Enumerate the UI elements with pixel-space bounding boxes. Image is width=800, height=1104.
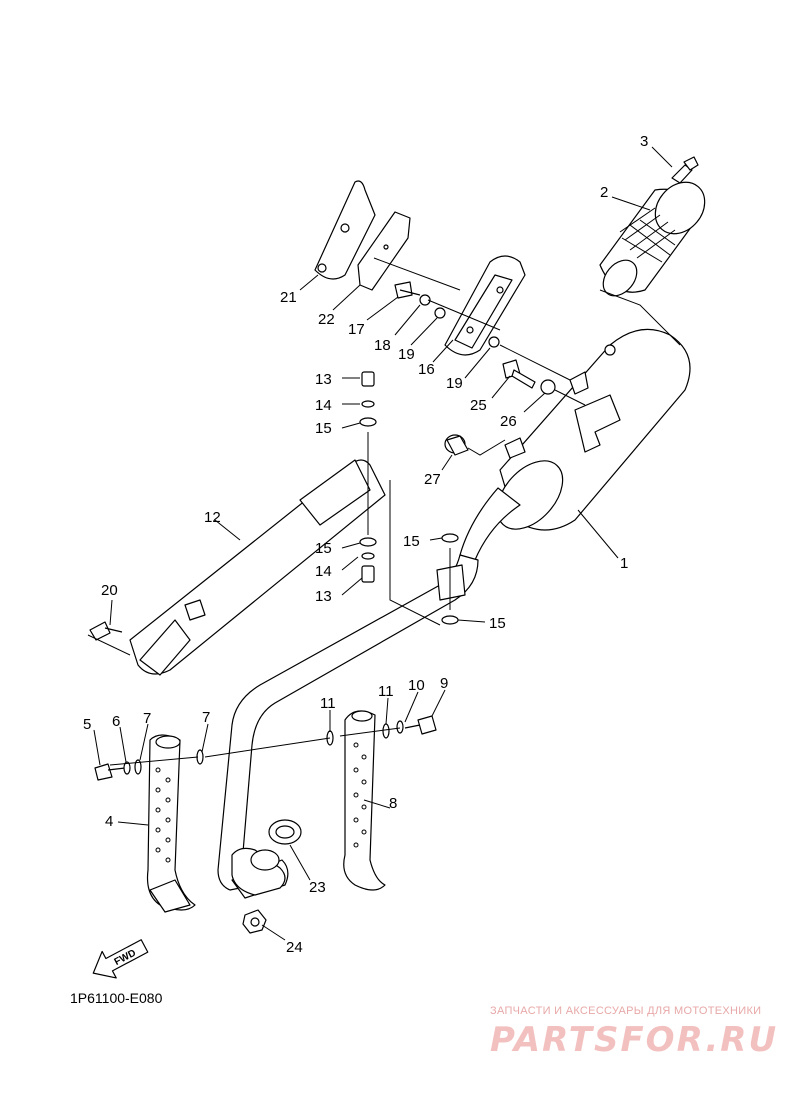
callout-12: 12 — [204, 509, 221, 526]
bolt-13-lower — [361, 565, 375, 583]
spark-arrester — [599, 181, 706, 297]
callout-5: 5 — [83, 716, 91, 733]
muffler-stay — [129, 459, 386, 676]
collar-11b — [382, 723, 390, 739]
leader-lines — [93, 146, 673, 941]
callout-17: 17 — [348, 321, 365, 338]
washer-26 — [540, 379, 556, 395]
callout-14a: 14 — [315, 397, 332, 414]
callout-21: 21 — [280, 289, 297, 306]
callout-19b: 19 — [446, 375, 463, 392]
callout-labels: 3 2 1 21 22 17 18 19 16 19 25 26 27 13 1… — [83, 133, 648, 956]
damper-15-b — [359, 537, 377, 547]
damper-15-a — [359, 417, 377, 427]
bolt-20 — [89, 621, 123, 641]
callout-7b: 7 — [202, 709, 210, 726]
damper-15-c — [441, 533, 459, 543]
callout-15b: 15 — [315, 540, 332, 557]
bolt-13-upper — [361, 371, 375, 387]
screw-3 — [671, 156, 699, 184]
callout-26: 26 — [500, 413, 517, 430]
gasket-23 — [268, 819, 302, 845]
alignment-lines — [87, 257, 681, 766]
washer-14-lower — [361, 552, 375, 560]
bolt-9 — [404, 715, 437, 735]
callout-25: 25 — [470, 397, 487, 414]
callout-13a: 13 — [315, 371, 332, 388]
protector-4 — [146, 734, 196, 913]
washer-18 — [419, 294, 431, 306]
collar-19a — [434, 307, 446, 319]
callout-24: 24 — [286, 939, 303, 956]
callout-4: 4 — [105, 813, 113, 830]
callout-15c: 15 — [403, 533, 420, 550]
callout-27: 27 — [424, 471, 441, 488]
protector-21 — [314, 180, 376, 280]
diagram-code: 1P61100-E080 — [70, 990, 163, 1006]
protector-16 — [444, 255, 526, 356]
callout-18: 18 — [374, 337, 391, 354]
bolt-5 — [94, 763, 126, 781]
fwd-label: FWD — [113, 948, 138, 968]
callout-7a: 7 — [143, 710, 151, 727]
callout-19a: 19 — [398, 346, 415, 363]
callout-11a: 11 — [320, 695, 336, 712]
damper-27 — [444, 434, 469, 456]
callout-23: 23 — [309, 879, 326, 896]
watermark-brand: PARTSFOR.RU — [490, 1020, 779, 1060]
callout-9: 9 — [440, 675, 448, 692]
callout-8: 8 — [389, 795, 397, 812]
washer-6 — [123, 761, 131, 775]
collar-19b — [488, 336, 500, 348]
washer-10 — [396, 720, 404, 734]
nut-24 — [242, 909, 267, 934]
callout-22: 22 — [318, 311, 335, 328]
collar-7a — [134, 759, 142, 775]
callout-3: 3 — [640, 133, 648, 150]
damper-15-d — [441, 615, 459, 625]
callout-15d: 15 — [489, 615, 506, 632]
callout-20: 20 — [101, 582, 118, 599]
fwd-arrow-icon: FWD — [92, 939, 149, 979]
callout-2: 2 — [600, 184, 608, 201]
callout-11b: 11 — [378, 683, 394, 700]
callout-16: 16 — [418, 361, 435, 378]
callout-14b: 14 — [315, 563, 332, 580]
watermark-subtitle: ЗАПЧАСТИ И АКСЕССУАРЫ ДЛЯ МОТОТЕХНИКИ — [490, 1005, 762, 1017]
callout-1: 1 — [620, 555, 628, 572]
flange — [231, 847, 286, 896]
callout-10: 10 — [408, 677, 425, 694]
bolt-25 — [502, 359, 536, 389]
callout-13b: 13 — [315, 588, 332, 605]
bolt-17 — [394, 281, 421, 299]
callout-6: 6 — [112, 713, 120, 730]
muffler — [459, 328, 691, 561]
washer-14-upper — [361, 400, 375, 408]
callout-15a: 15 — [315, 420, 332, 437]
